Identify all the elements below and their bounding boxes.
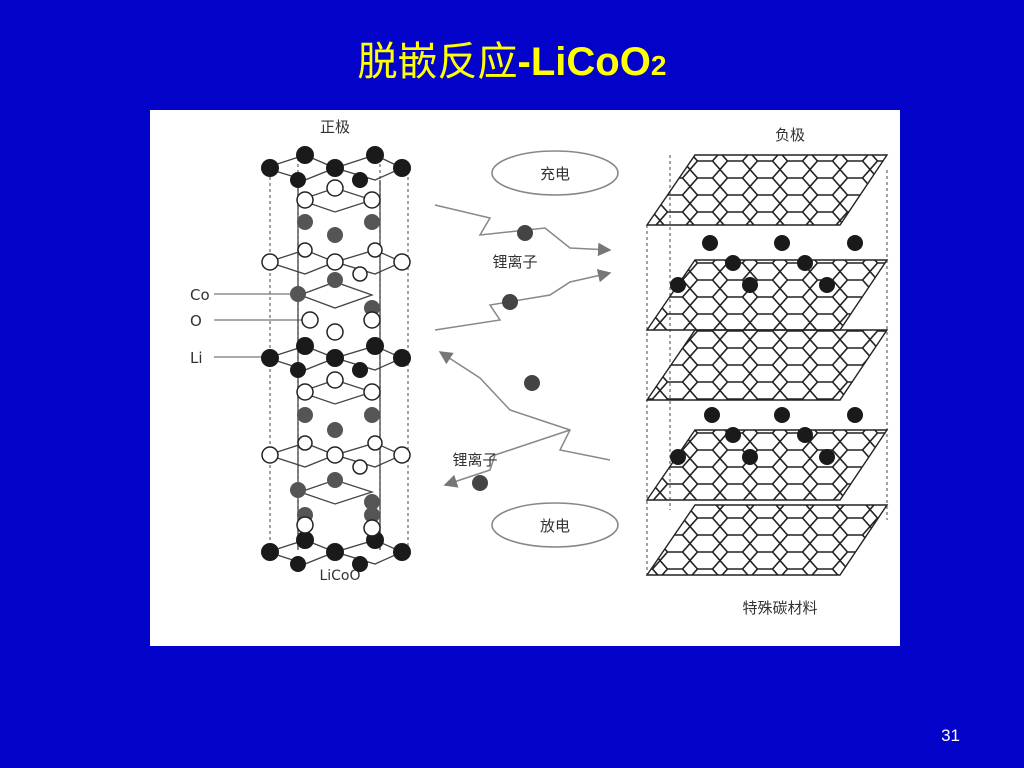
- charge-label: 充电: [540, 165, 570, 183]
- title-subscript: 2: [650, 50, 667, 81]
- li-atoms: [261, 146, 411, 572]
- legend-o-label: O: [190, 312, 202, 330]
- slide-title: 脱嵌反应-LiCoO2: [0, 34, 1024, 94]
- legend-co-label: Co: [190, 286, 210, 304]
- migrating-li-ions: [472, 225, 540, 491]
- legend-pointer-lines: [214, 293, 310, 358]
- intercalated-li-atoms: [670, 235, 863, 465]
- discharge-ellipse: [491, 502, 619, 548]
- o-atoms: [261, 179, 411, 537]
- legend-li-label: Li: [190, 349, 203, 367]
- anode-label: 负极: [775, 126, 805, 144]
- anode-material-label: 特殊碳材料: [742, 599, 817, 617]
- licoo2-intercalation-diagram: 正极 LiCoO Co O Li: [150, 110, 900, 646]
- diagram-svg: 正极 LiCoO Co O Li: [190, 118, 889, 617]
- ion-migration-arrows: [434, 204, 612, 488]
- discharge-label: 放电: [540, 517, 570, 535]
- cathode-formula-label: LiCoO: [319, 568, 360, 584]
- cathode-lattice: [261, 146, 411, 572]
- graphite-layers: [645, 154, 889, 576]
- cathode-label: 正极: [320, 118, 350, 136]
- ion-label-bottom: 锂离子: [452, 451, 497, 469]
- charge-ellipse: [491, 150, 619, 196]
- title-prefix: 脱嵌反应: [357, 39, 518, 85]
- page-number: 31: [941, 726, 960, 745]
- title-formula: -LiCoO: [517, 40, 651, 84]
- ion-label-top: 锂离子: [492, 253, 537, 271]
